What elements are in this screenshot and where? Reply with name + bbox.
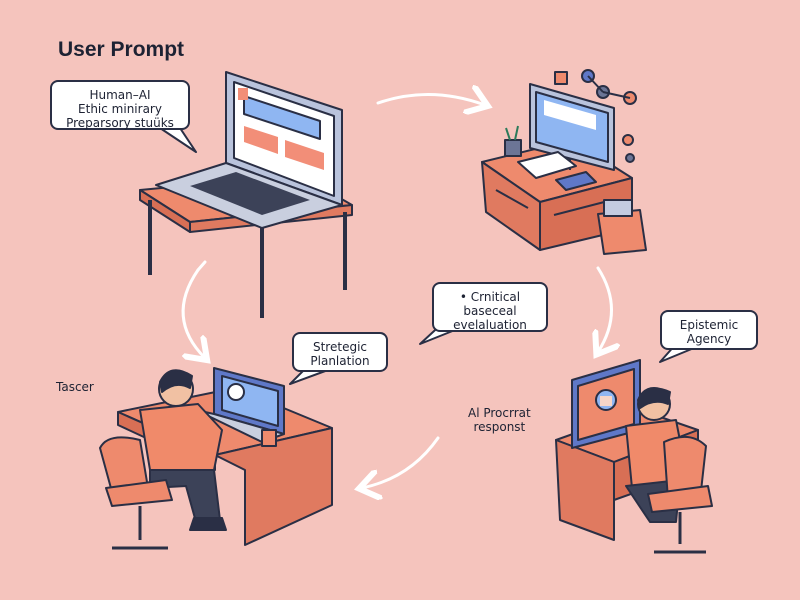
- label-ai-response: Al Procrrat responst: [468, 406, 531, 434]
- bubble-critical-evaluation: • Crnitical baseceal evelaluation: [432, 282, 548, 332]
- bubble-epistemic-line-1: Epistemic: [679, 318, 739, 332]
- arrow-bottom-left: [362, 436, 440, 488]
- monitor-desk: [481, 69, 647, 255]
- arrow-right-down: [598, 266, 612, 352]
- bubble-epistemic-line-2: Agency: [686, 332, 732, 346]
- bubble-strategic-line-2: Planlation: [310, 354, 370, 368]
- label-ai-response-line-2: responst: [473, 420, 526, 434]
- bubble-human-ai-line-3: Preparsory stuüks: [66, 116, 174, 130]
- flow-arrows: [181, 94, 612, 488]
- bubble-human-ai: Human–AI Ethic minirary Preparsory stuük…: [50, 80, 190, 130]
- laptop-desk: [139, 71, 353, 318]
- arrow-left-loop: [181, 268, 205, 358]
- bubble-strategic-planning: Stretegic Planlation: [292, 332, 388, 372]
- bubble-critical-line-3: evelaluation: [453, 318, 527, 332]
- bubble-human-ai-line-2: Ethic minirary: [78, 102, 162, 116]
- diagram-title: User Prompt: [58, 38, 185, 61]
- bubble-strategic-line-1: Stretegic: [312, 340, 367, 354]
- bubble-critical-line-2: baseceal: [463, 304, 517, 318]
- arrow-top-right: [376, 94, 485, 105]
- person-desk-left: [99, 367, 333, 550]
- person-desk-right: [555, 359, 713, 554]
- bubble-critical-line-1: • Crnitical: [459, 290, 521, 304]
- bubble-human-ai-line-1: Human–AI: [89, 88, 151, 102]
- label-ai-response-line-1: Al Procrrat: [468, 406, 531, 420]
- label-tascer: Tascer: [56, 380, 94, 394]
- bubble-epistemic-agency: Epistemic Agency: [660, 310, 758, 350]
